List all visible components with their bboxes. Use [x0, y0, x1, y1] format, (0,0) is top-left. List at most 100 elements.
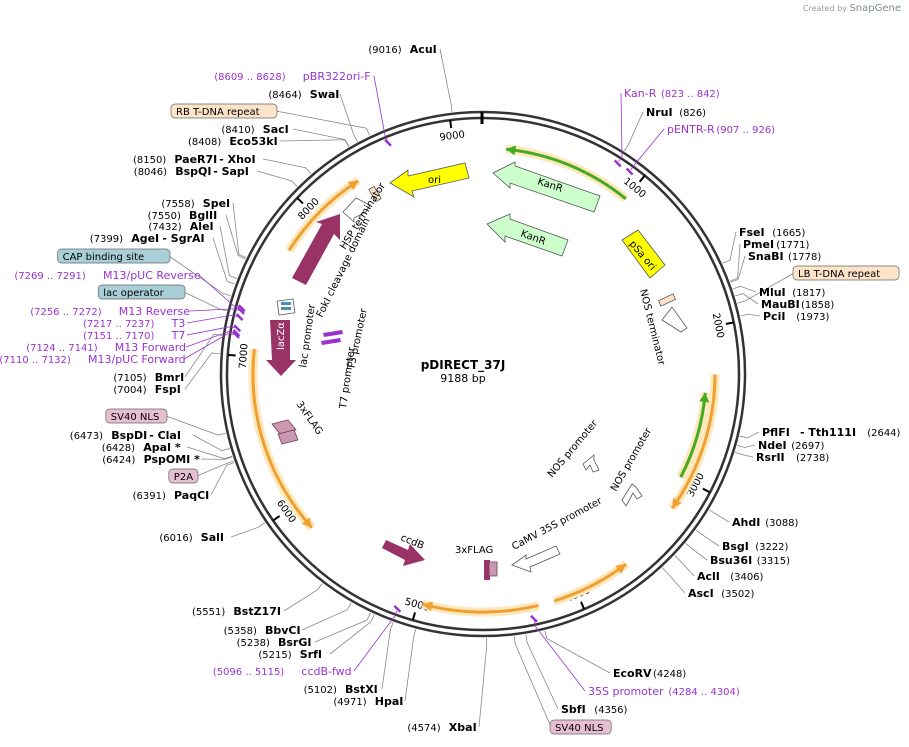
- site-position: (3406): [730, 572, 763, 583]
- site-leader-line: [256, 170, 298, 187]
- site-leader-line: [339, 93, 358, 142]
- site-name: PflFI: [762, 426, 790, 439]
- site-name: NdeI: [758, 439, 787, 452]
- site-position: (5102): [304, 685, 337, 696]
- site-position: (4356): [594, 705, 627, 716]
- site-leader-line: [709, 509, 730, 523]
- site-position: (3088): [765, 518, 798, 529]
- primer-leader-line: [186, 314, 238, 324]
- site-leader-line: [729, 243, 741, 282]
- site-name: BspDI: [111, 429, 147, 442]
- site-name: BsgI: [722, 540, 749, 553]
- site-leader-line: [210, 462, 235, 496]
- orange-arc-camv-arrow-icon: [615, 564, 627, 574]
- site-leader-line: [730, 255, 746, 283]
- site-name-extra: - Tth111I: [800, 426, 856, 439]
- site-position: (4574): [407, 723, 440, 734]
- site-name: BglII: [189, 209, 217, 222]
- site-position: (7004): [113, 385, 146, 396]
- site-position: (7105): [113, 373, 146, 384]
- primer-name: pBR322ori-F: [303, 70, 371, 83]
- site-position: (6428): [102, 443, 135, 454]
- site-leader-line: [739, 431, 760, 439]
- tick-mark: [702, 487, 711, 494]
- primer-position: (7110 .. 7132): [0, 355, 71, 366]
- site-leader-line: [732, 285, 757, 293]
- site-leader-line: [674, 555, 695, 577]
- snapgene-logo: SnapGene: [849, 3, 901, 14]
- site-leader-line: [623, 111, 644, 152]
- site-name-extra: - XhoI: [219, 153, 255, 166]
- site-position: (8464): [268, 90, 301, 101]
- site-name: ApaI *: [143, 441, 181, 454]
- site-leader-line: [381, 622, 394, 690]
- lac-promoter-label: lac promoter: [298, 303, 318, 369]
- site-leader-line: [544, 630, 611, 674]
- site-leader-line: [186, 446, 233, 460]
- nos-terminator-feature: NOS terminator: [637, 288, 688, 367]
- t7-promoter-label: T7 promoter: [338, 346, 358, 411]
- feature-box: [549, 719, 612, 735]
- primer-arrow-icon: [235, 313, 244, 321]
- primer-arrow-icon: [530, 614, 538, 623]
- site-leader-line: [735, 293, 759, 305]
- site-leader-line: [184, 333, 222, 378]
- primer-position: (5096 .. 5115): [213, 667, 285, 678]
- feature-leader-line: [196, 460, 234, 477]
- site-leader-line: [212, 237, 235, 285]
- site-name: HpaI: [375, 695, 404, 708]
- site-leader-line: [734, 452, 754, 458]
- site-name: SnaBI: [748, 250, 784, 263]
- site-name: SwaI: [310, 88, 340, 101]
- site-leader-line: [262, 158, 312, 175]
- site-position: (7399): [90, 234, 123, 245]
- site-position: (1778): [788, 252, 821, 263]
- site-leader-line: [232, 202, 247, 259]
- site-leader-line: [301, 602, 352, 631]
- ori-feature: ori: [389, 162, 470, 198]
- site-name: SacI: [263, 123, 289, 136]
- boxed-feature-label: LB T-DNA repeat: [798, 269, 880, 280]
- primer-leader-line: [618, 92, 623, 162]
- site-name: FspI: [155, 383, 181, 396]
- primer-arrow-icon: [613, 159, 622, 168]
- primer-name: M13/pUC Forward: [88, 353, 186, 366]
- green-arc-right-arrow-icon: [699, 392, 710, 403]
- site-name-extra: - ClaI: [149, 429, 181, 442]
- feature-box: [105, 408, 168, 424]
- primer-leader-line: [353, 610, 398, 672]
- flag-bottom-feature: 3xFLAG: [455, 545, 498, 580]
- ori-label: ori: [428, 175, 441, 186]
- feature-box: [57, 248, 171, 264]
- primer-position: (4284 .. 4304): [668, 687, 740, 698]
- site-leader-line: [722, 231, 737, 264]
- plasmid-name: pDIRECT_37J: [421, 358, 506, 373]
- feature-leader-line: [183, 291, 227, 312]
- primer-leader-line: [189, 308, 240, 312]
- site-leader-line: [737, 444, 756, 448]
- site-position: (6473): [70, 431, 103, 442]
- t7-t3-promoter-feature: T3 promoter T7 promoter: [321, 307, 370, 411]
- tick-mark: [411, 612, 416, 621]
- green-arc-kanr: [505, 147, 627, 200]
- site-leader-line: [225, 214, 246, 260]
- primer-name: T3: [171, 317, 186, 330]
- camv-feature: CaMV 35S promoter: [510, 495, 605, 573]
- nos-promoter-b-label: NOS promoter: [609, 426, 655, 494]
- site-position: (826): [679, 108, 706, 119]
- site-leader-line: [329, 614, 375, 655]
- site-leader-line: [404, 629, 417, 702]
- orange-arc-bottom: [422, 602, 539, 614]
- site-leader-line: [279, 139, 350, 147]
- site-position: (1817): [792, 288, 825, 299]
- site-name: AgeI: [131, 232, 159, 245]
- site-name: RsrII: [756, 451, 785, 464]
- primer-leader-line: [373, 75, 388, 142]
- site-name: BmrI: [155, 371, 184, 384]
- site-position: (2738): [796, 453, 829, 464]
- tick-mark: [227, 353, 236, 357]
- site-name: MluI: [759, 286, 786, 299]
- site-leader-line: [200, 456, 233, 460]
- tick-mark: [580, 601, 586, 610]
